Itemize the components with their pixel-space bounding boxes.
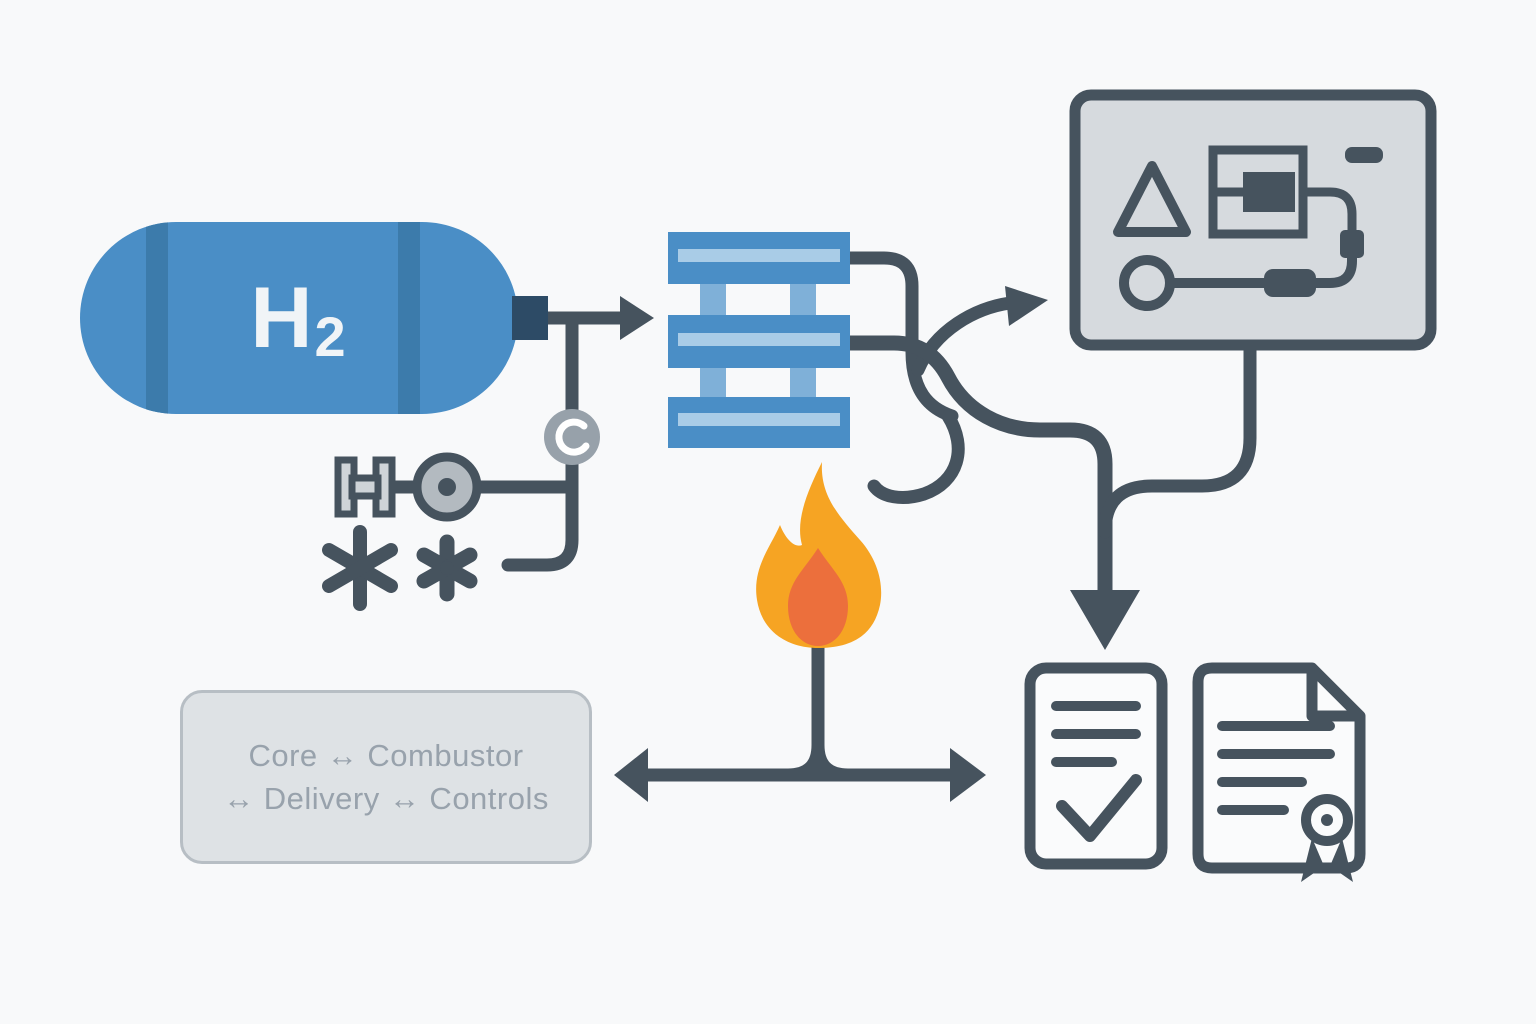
tank-band-right <box>398 222 420 414</box>
page-fold <box>1306 668 1360 722</box>
pipe-down-branch <box>501 311 579 572</box>
h-fitting-icon <box>334 456 396 518</box>
flame-icon <box>756 462 882 648</box>
checklist-document-icon <box>1024 662 1168 870</box>
arrowheads <box>614 286 1140 802</box>
caption-line-2: ↔ Delivery ↔ Controls <box>223 780 549 816</box>
arrow-into-panel-icon <box>1005 286 1048 326</box>
check-mark-icon <box>1056 774 1142 842</box>
certificate-document-icon <box>1192 662 1366 882</box>
exchanger-stripe-middle <box>678 333 840 346</box>
tank-band-left <box>146 222 168 414</box>
heat-exchanger-icon <box>668 232 850 448</box>
sensor-circle-icon <box>1119 251 1357 311</box>
tank-nozzle <box>512 296 548 340</box>
warning-triangle-icon <box>1113 161 1191 237</box>
exchanger-stripe-bottom <box>678 413 840 426</box>
arrow-right-to-documents-icon <box>950 748 986 802</box>
valve-icon <box>412 452 482 522</box>
caption-box: Core ↔ Combustor ↔ Delivery ↔ Controls <box>180 690 592 864</box>
h2-tank-icon <box>80 222 548 414</box>
schematic-panel-icon <box>1069 89 1437 351</box>
tank-body <box>80 222 518 414</box>
pipe-flame-stem <box>781 638 855 782</box>
pipe-panel-drop <box>1098 338 1257 539</box>
arrow-left-to-caption-icon <box>614 748 648 802</box>
caption-line-1: Core ↔ Combustor <box>248 737 524 773</box>
exchanger-stripe-top <box>678 249 840 262</box>
snowflake-asterisk-left-icon <box>322 525 398 611</box>
flame-inner <box>788 548 848 646</box>
pressure-gauge-icon <box>544 409 600 465</box>
ribbon-seal-icon <box>1301 794 1353 882</box>
pipe-main-to-documents <box>842 335 1113 600</box>
pipe-hook-curl <box>867 409 965 504</box>
arrow-into-exchanger-icon <box>620 296 654 340</box>
snowflake-asterisk-right-icon <box>416 534 478 602</box>
arrow-into-documents-icon <box>1070 590 1140 650</box>
circuit-block-icon <box>1208 145 1383 258</box>
